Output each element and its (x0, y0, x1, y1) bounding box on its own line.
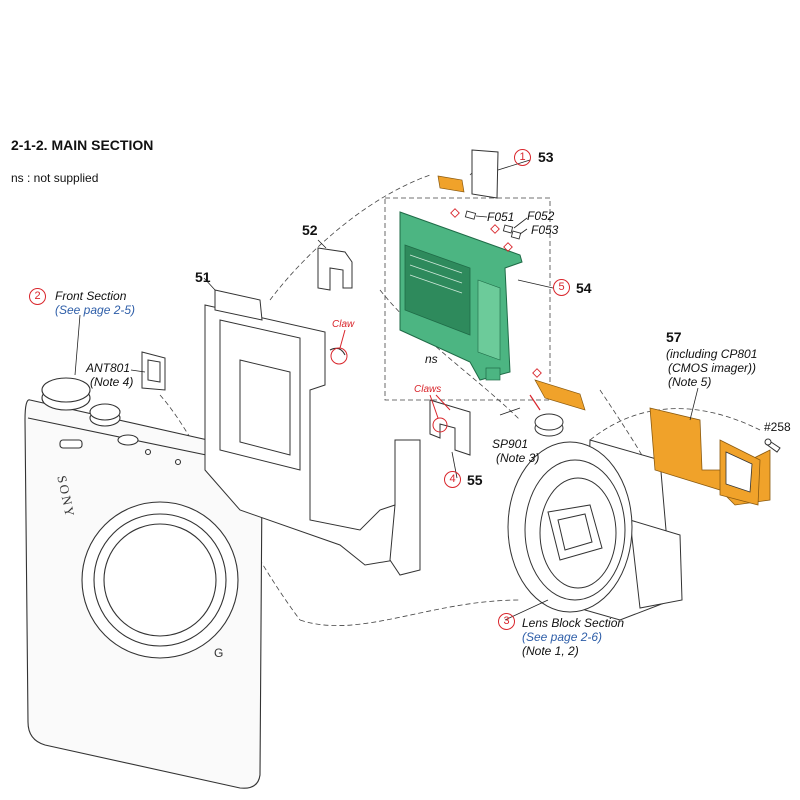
front-section-body (24, 377, 263, 789)
page-title: 2-1-2. MAIN SECTION (11, 137, 154, 153)
red-fuse-markers (450, 208, 513, 252)
link-lens-see-page[interactable]: (See page 2-6) (522, 630, 603, 644)
label-ant801-note: (Note 4) (90, 375, 134, 389)
fuse-parts (464, 210, 522, 240)
part-number-55: 55 (467, 472, 483, 488)
claw-markers (330, 329, 451, 433)
label-ns: ns (425, 352, 438, 366)
label-ant801: ANT801 (86, 361, 131, 375)
sheet-53-part (471, 149, 499, 199)
legend-note: ns : not supplied (11, 171, 99, 185)
link-front-see-page[interactable]: (See page 2-5) (55, 303, 136, 317)
part-number-258: #258 (764, 420, 791, 434)
g-mark: G (214, 646, 224, 660)
sp901-part (529, 368, 586, 437)
label-sp901: SP901 (492, 437, 529, 451)
part-57-cmos (649, 407, 771, 506)
lens-block-part (507, 439, 683, 621)
part-number-52: 52 (302, 222, 318, 238)
label-sp901-note: (Note 3) (496, 451, 540, 465)
bracket-52-part (317, 247, 353, 291)
part-number-54: 54 (576, 280, 592, 296)
callout-5: 5 (553, 279, 570, 296)
flex-tab-53 (437, 175, 465, 193)
ant801-part (141, 351, 166, 391)
main-board-54 (399, 211, 523, 381)
label-front-section: Front Section (55, 289, 127, 303)
label-57-cmos: (CMOS imager)) (668, 361, 757, 375)
bracket-55-part (429, 399, 471, 456)
label-57-note: (Note 5) (668, 375, 712, 389)
label-57-including: (including CP801 (666, 347, 758, 361)
guide-lines (159, 164, 761, 626)
part-number-53: 53 (538, 149, 554, 165)
label-f053: F053 (531, 223, 559, 237)
label-f052: F052 (527, 209, 555, 223)
callout-2: 2 (29, 288, 46, 305)
label-claws: Claws (414, 384, 442, 395)
part-number-57: 57 (666, 329, 682, 345)
part-number-51: 51 (195, 269, 211, 285)
callout-1: 1 (514, 149, 531, 166)
label-claw: Claw (332, 319, 355, 330)
label-lens-note: (Note 1, 2) (522, 644, 579, 658)
label-f051: F051 (487, 210, 515, 224)
callout-4: 4 (444, 471, 461, 488)
screw-258 (764, 438, 781, 453)
callout-3: 3 (498, 613, 515, 630)
label-lens-block: Lens Block Section (522, 616, 625, 630)
frame-51-part (204, 289, 421, 576)
